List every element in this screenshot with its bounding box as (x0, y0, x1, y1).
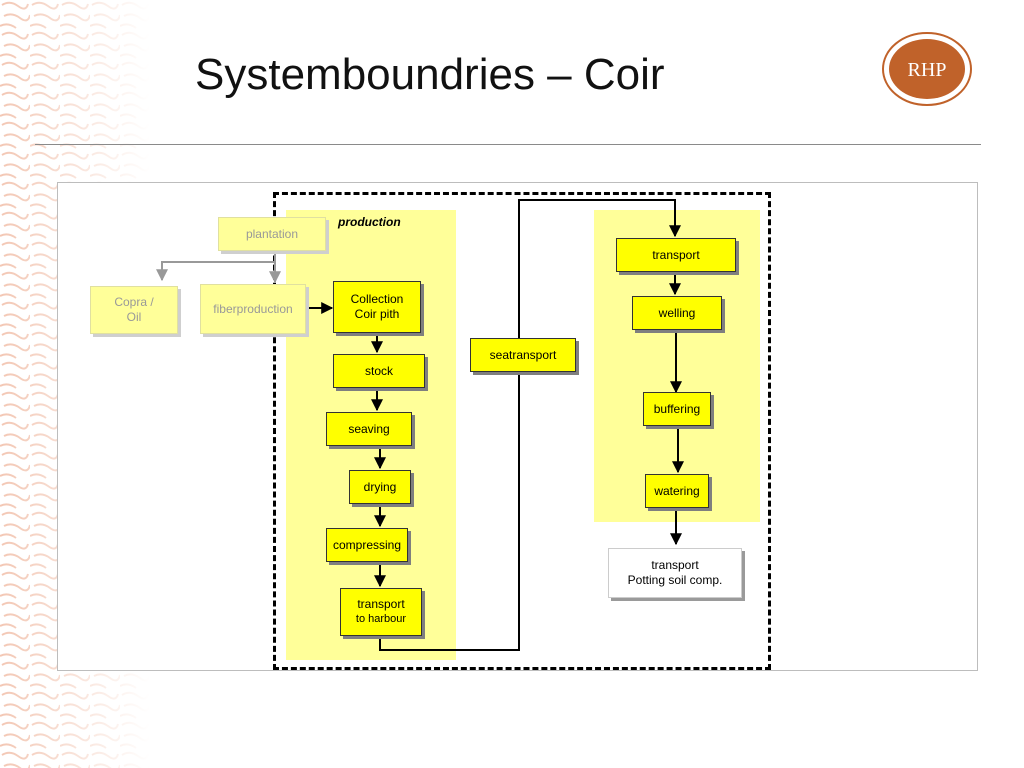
plantation-label: plantation (245, 226, 299, 241)
transport-potting-line1: transport (651, 558, 699, 572)
transport-label: transport (652, 247, 700, 262)
watering-box: watering (645, 474, 709, 508)
transport-harbour-box: transport to harbour (340, 588, 422, 636)
buffering-box: buffering (643, 392, 711, 426)
transport-potting-line2: Potting soil comp. (627, 573, 723, 587)
fiberproduction-label: fiberproduction (213, 301, 293, 316)
plantation-box: plantation (218, 217, 326, 251)
stock-label: stock (364, 363, 393, 378)
production-label: production (338, 215, 401, 229)
collection-label-line1: Collection (350, 292, 404, 306)
transport-potting-box: transport Potting soil comp. (608, 548, 742, 598)
copra-oil-box: Copra / Oil (90, 286, 178, 334)
compressing-box: compressing (326, 528, 408, 562)
compressing-label: compressing (332, 537, 402, 552)
title-divider (35, 144, 981, 145)
page-title: Systemboundries – Coir (195, 50, 665, 99)
welling-box: welling (632, 296, 722, 330)
seatransport-box: seatransport (470, 338, 576, 372)
system-boundary (273, 192, 771, 670)
copra-label-line1: Copra / (114, 295, 154, 309)
collection-label-line2: Coir pith (354, 307, 400, 321)
watering-label: watering (654, 483, 700, 498)
drying-label: drying (363, 479, 397, 494)
fiberproduction-box: fiberproduction (200, 284, 306, 334)
faded-connectors (156, 250, 281, 284)
seaving-label: seaving (348, 421, 390, 436)
stock-box: stock (333, 354, 425, 388)
collection-box: Collection Coir pith (333, 281, 421, 333)
copra-label-line2: Oil (126, 310, 142, 324)
seaving-box: seaving (326, 412, 412, 446)
welling-label: welling (658, 305, 696, 320)
transport-box: transport (616, 238, 736, 272)
diagram-frame (57, 182, 978, 671)
buffering-label: buffering (653, 401, 701, 416)
seatransport-label: seatransport (489, 347, 557, 362)
rhp-logo: RHP (882, 32, 972, 106)
drying-box: drying (349, 470, 411, 504)
transport-harbour-line1: transport (357, 597, 405, 611)
flow-connectors (304, 199, 684, 651)
logo-text: RHP (908, 59, 947, 81)
transport-harbour-line2: to harbour (355, 613, 407, 625)
